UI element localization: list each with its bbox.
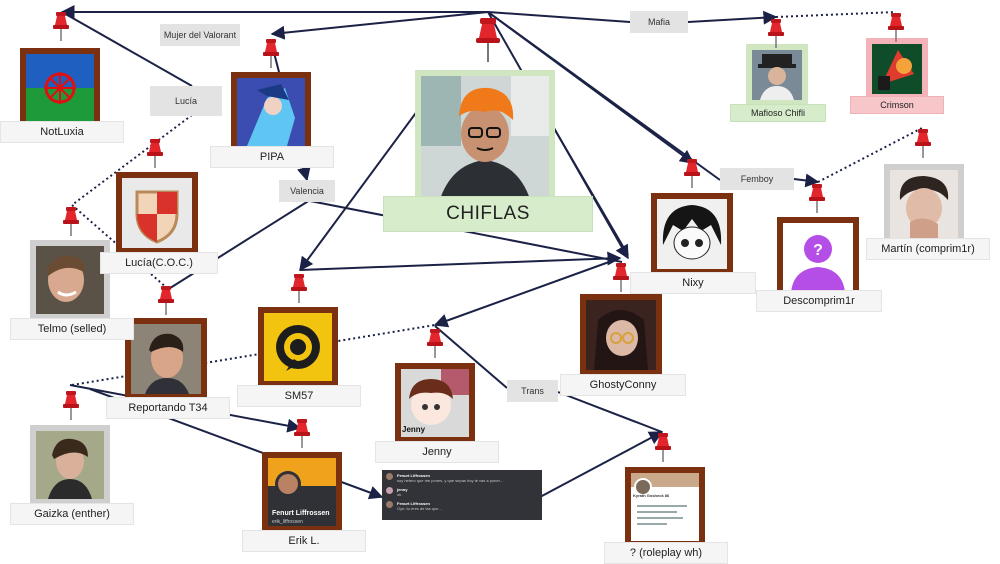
chat-author: Fenurt Liffrossen — [397, 473, 430, 478]
pushpin-icon — [613, 263, 629, 292]
tag-mujer-del-valorant: Mujer del Valorant — [160, 24, 240, 46]
plate-roleplay: ? (roleplay wh) — [604, 542, 728, 564]
link-trans-roleplay — [557, 391, 663, 433]
martin-photo — [884, 164, 964, 244]
tag-lucia: Lucía — [150, 86, 222, 116]
sm57-photo — [258, 307, 338, 387]
ghostyconny-photo — [580, 294, 662, 376]
mafioso-photo — [746, 44, 808, 106]
link-femboy-descomprim — [793, 173, 820, 188]
link-sm57-ghosty — [299, 251, 622, 271]
chat-text: Oye, tu eres de las que... — [397, 506, 442, 511]
chat-author: jenny — [397, 487, 408, 492]
plate-gaizka: Gaizka (enther) — [10, 503, 134, 525]
pushpin-icon — [768, 19, 784, 48]
link-chat-roleplay — [539, 431, 664, 498]
plate-notluxia: NotLuxia — [0, 121, 124, 143]
telmo-photo — [30, 240, 110, 320]
pushpin-icon — [263, 39, 279, 68]
jenny-photo — [395, 363, 475, 443]
pushpin-icon — [158, 286, 174, 315]
pipa-photo — [231, 72, 311, 152]
dotted-mafioso-crimson — [775, 11, 897, 18]
notluxia-photo — [20, 48, 100, 128]
plate-nixy: Nixy — [630, 272, 756, 294]
pushpin-icon — [53, 12, 69, 41]
plate-ghostyconny: GhostyConny — [560, 374, 686, 396]
plate-crimson: Crimson — [850, 96, 944, 114]
nixy-photo — [651, 193, 733, 275]
dotted-lucia-telmo — [71, 114, 193, 206]
plate-erik: Erik L. — [242, 530, 366, 552]
dotted-telmo-reportando — [71, 204, 168, 289]
pushpin-icon — [809, 184, 825, 213]
erik-photo — [262, 452, 342, 532]
link-chiflas-sm57 — [299, 109, 419, 272]
plate-pipa: PIPA — [210, 146, 334, 168]
link-chiflas-femboy — [487, 11, 721, 181]
pushpin-icon — [63, 391, 79, 420]
erik-card-name: Fenurt Liffrossen — [272, 510, 330, 517]
tag-trans: Trans — [507, 380, 558, 402]
plate-mafioso-chifli: Mafioso Chifli — [730, 104, 826, 122]
chiflas-photo — [415, 70, 555, 208]
crimson-photo — [866, 38, 928, 100]
pushpin-icon — [684, 159, 700, 188]
pushpin-icon — [291, 274, 307, 303]
chat-author: Fenurt Liffrossen — [397, 501, 430, 506]
link-chiflas-mafia — [487, 11, 631, 23]
link-chiflas-descomprim — [554, 129, 629, 256]
pushpin-icon — [888, 13, 904, 42]
roleplay-card-name: Kyrath Gosheck 86 — [633, 493, 670, 498]
pushpin-icon — [915, 129, 931, 158]
tag-mafia: Mafia — [630, 11, 688, 33]
plate-reportando-t34: Reportando T34 — [106, 397, 230, 419]
link-ghosty-jenny — [433, 257, 621, 328]
link-chiflas-mujer — [270, 11, 489, 40]
plate-telmo: Telmo (selled) — [10, 318, 134, 340]
tag-valencia: Valencia — [279, 180, 335, 202]
pushpin-icon — [147, 139, 163, 168]
plate-jenny: Jenny — [375, 441, 499, 463]
link-jenny-trans — [434, 325, 508, 389]
tag-femboy: Femboy — [720, 168, 794, 190]
reportando-photo — [125, 318, 207, 400]
roleplay-photo — [625, 467, 705, 547]
link-valencia-reportando — [166, 199, 311, 291]
plate-chiflas: CHIFLAS — [383, 196, 593, 232]
plate-sm57: SM57 — [237, 385, 361, 407]
link-mafia-mafioso — [687, 10, 778, 25]
jenny-badge: Jenny — [402, 425, 426, 434]
descomprim1r-photo: ? — [777, 217, 859, 299]
gaizka-photo — [30, 425, 110, 505]
pushpin-icon — [655, 433, 671, 462]
lucia-coc-photo — [116, 172, 198, 254]
chat-text: ok — [397, 492, 402, 497]
plate-martin: Martín (comprim1r) — [866, 238, 990, 260]
pushpin-icon — [294, 419, 310, 448]
erik-card-handle: erik_liffrossen — [272, 519, 303, 525]
pushpin-icon — [427, 329, 443, 358]
plate-descomprim1r: Descomprim1r — [756, 290, 882, 312]
plate-lucia-coc: Lucía(C.O.C.) — [100, 252, 218, 274]
pushpin-icon — [63, 207, 79, 236]
svg-text:?: ? — [813, 242, 823, 259]
romani-flag-image — [26, 54, 94, 122]
pushpin-icon — [476, 18, 500, 62]
chat-text: soy hetero que me pones, y que sepas hoy… — [397, 478, 504, 483]
link-notluxia-lucia — [61, 11, 193, 87]
